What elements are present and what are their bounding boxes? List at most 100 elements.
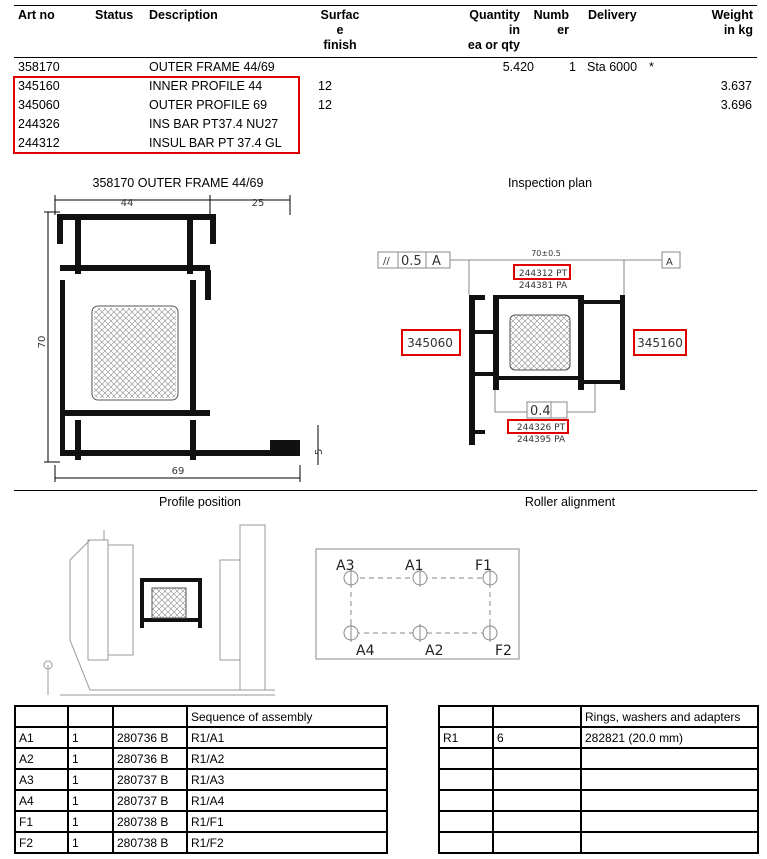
table-row — [438, 768, 759, 791]
table-cell — [580, 810, 759, 833]
table-header-label: Sequence of assembly — [186, 705, 388, 728]
row-delivery: Sta 6000 — [587, 60, 638, 74]
table-cell — [438, 747, 494, 770]
table-cell: 1 — [67, 789, 114, 812]
table-cell: 1 — [67, 768, 114, 791]
label-top-pt: 244312 PT — [519, 269, 568, 279]
table-cell: A4 — [14, 789, 69, 812]
section-rule — [14, 490, 757, 491]
table-cell: R1/A4 — [186, 789, 388, 812]
profile-position-drawing — [43, 524, 275, 696]
dim-25: 25 — [252, 198, 265, 209]
table-cell — [438, 810, 494, 833]
row-weight: 3.696 — [720, 98, 752, 112]
highlight-box — [13, 76, 300, 154]
table-cell — [492, 768, 582, 791]
table-cell — [492, 831, 582, 854]
dim-70: 70 — [37, 336, 48, 349]
table-cell: F1 — [14, 810, 69, 833]
roller-label: A4 — [356, 643, 375, 659]
table-cell: R1/A2 — [186, 747, 388, 770]
row-num: 1 — [569, 60, 576, 74]
table-header: Sequence of assembly — [14, 705, 388, 728]
row-art: 345060 — [18, 98, 60, 112]
row-art: 345160 — [18, 79, 60, 93]
table-cell: 6 — [492, 726, 582, 749]
table-header-label: Rings, washers and adapters — [580, 705, 759, 728]
table-cell: A3 — [14, 768, 69, 791]
table-cell — [438, 831, 494, 854]
table-cell — [580, 768, 759, 791]
roller-label: F1 — [475, 558, 492, 574]
col-art-no: Art no — [18, 8, 55, 22]
row-art: 358170 — [18, 60, 60, 74]
table-row — [438, 810, 759, 833]
row-qty: 5.420 — [502, 60, 534, 74]
row-desc: INNER PROFILE 44 — [149, 79, 263, 93]
flatness-value: 0.4 — [530, 404, 551, 419]
table-cell: F2 — [14, 831, 69, 854]
table-cell: 1 — [67, 810, 114, 833]
table-cell: A1 — [14, 726, 69, 749]
row-desc: OUTER PROFILE 69 — [149, 98, 268, 112]
table-cell: R1 — [438, 726, 494, 749]
inspection-drawing: // 0.5 A A 70±0.5 244312 PT 244381 PA 34… — [377, 249, 683, 445]
col-description: Description — [149, 8, 218, 22]
table-cell: 280736 B — [112, 747, 188, 770]
roller-alignment-title: Roller alignment — [524, 495, 616, 509]
table-row — [438, 831, 759, 854]
table-cell: R1/A1 — [186, 726, 388, 749]
dim-5: 5 — [314, 449, 325, 455]
table-cell — [438, 789, 494, 812]
roller-label: A2 — [425, 643, 443, 659]
dim-70-tol: 70±0.5 — [531, 249, 561, 258]
table-cell: 1 — [67, 831, 114, 854]
highlight-bottom-pt — [507, 419, 569, 434]
label-left-profile: 345060 — [407, 336, 453, 350]
table-header: Rings, washers and adapters — [438, 705, 759, 728]
parallelism-symbol: // — [383, 256, 390, 267]
dim-44: 44 — [121, 198, 134, 209]
highlight-top-pt — [513, 264, 571, 280]
row-flag: * — [649, 60, 654, 74]
roller-label: F2 — [495, 643, 512, 659]
table-cell: R1/F2 — [186, 831, 388, 854]
roller-label: A3 — [336, 558, 354, 574]
table-cell: A2 — [14, 747, 69, 770]
table-cell — [438, 768, 494, 791]
row-art: 244326 — [18, 117, 60, 131]
datum-label: A — [432, 254, 441, 269]
row-surface: 12 — [318, 98, 332, 112]
row-art: 244312 — [18, 136, 60, 150]
label-top-pa: 244381 PA — [519, 281, 568, 291]
dim-69: 69 — [172, 466, 185, 477]
row-desc: INSUL BAR PT 37.4 GL — [149, 136, 282, 150]
table-cell — [580, 831, 759, 854]
roller-label: A1 — [405, 558, 423, 574]
row-desc: OUTER FRAME 44/69 — [149, 60, 275, 74]
highlight-right — [633, 329, 687, 356]
row-weight: 3.637 — [720, 79, 752, 93]
tolerance-value: 0.5 — [401, 254, 422, 269]
table-cell — [492, 747, 582, 770]
datum-ref: A — [666, 257, 673, 268]
table-cell: 280737 B — [112, 768, 188, 791]
table-cell — [492, 789, 582, 812]
table-cell: 280738 B — [112, 810, 188, 833]
profile-position-title: Profile position — [159, 495, 241, 509]
header-rule — [14, 57, 757, 58]
table-cell: 1 — [67, 726, 114, 749]
drawing-title: 358170 OUTER FRAME 44/69 — [92, 176, 264, 190]
label-right-profile: 345160 — [637, 336, 683, 350]
row-surface: 12 — [318, 79, 332, 93]
